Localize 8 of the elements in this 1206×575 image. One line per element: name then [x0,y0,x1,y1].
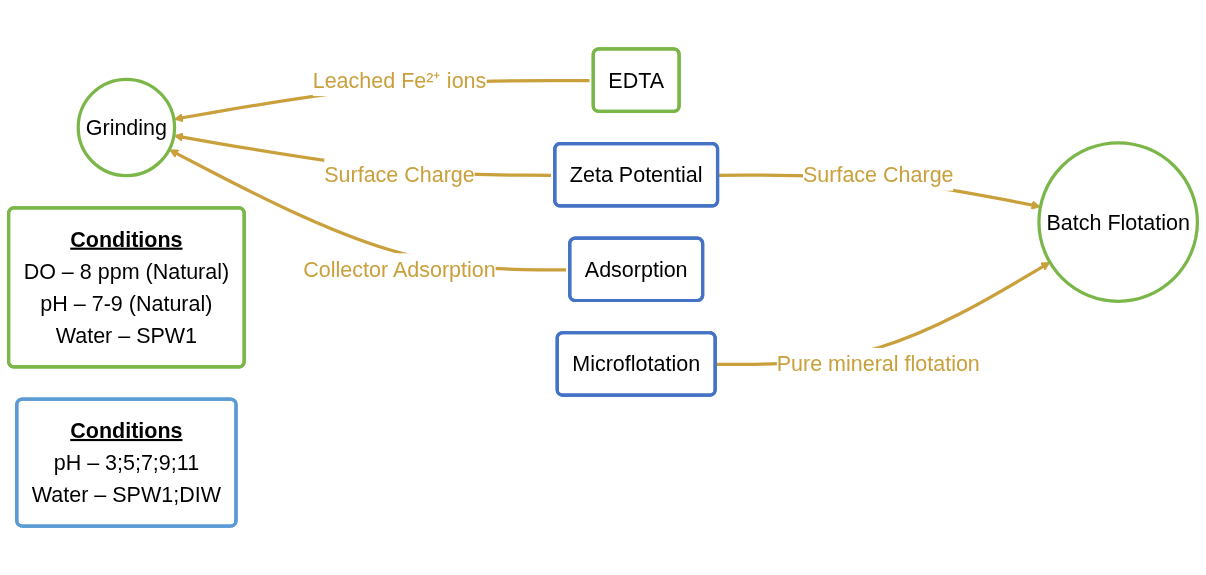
edge-label: Surface Charge [802,162,954,187]
edge-label: Pure mineral flotation [776,352,980,376]
node-circle: Grinding [76,77,177,178]
edge-label: Collector Adsorption [303,257,496,282]
edge-label: Surface Charge [324,162,475,187]
edge-label: Leached Fe²⁺ ions [312,68,487,92]
node-circle: Batch Flotation [1037,141,1199,303]
arrow [169,149,566,272]
